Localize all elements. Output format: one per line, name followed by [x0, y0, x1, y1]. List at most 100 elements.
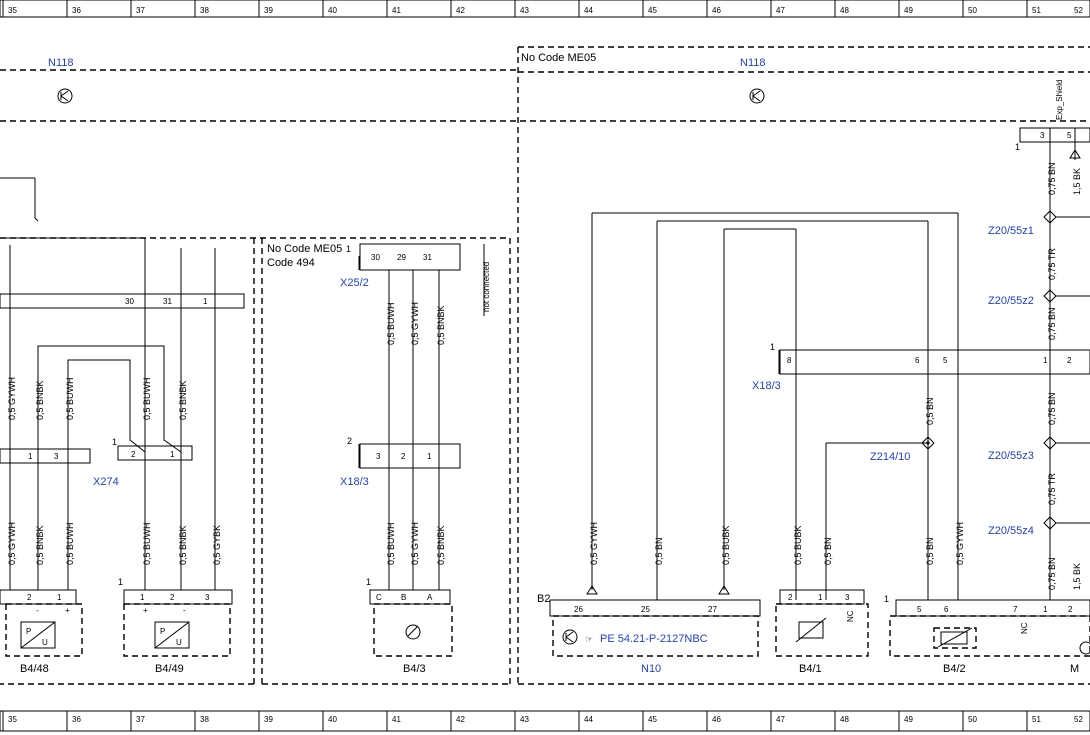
b4-1-label: B4/1	[799, 663, 822, 675]
wire-label-bk15: 1,5 BK	[1072, 563, 1082, 590]
b4-3-pin-c: C	[376, 593, 382, 602]
wire-label-buwh: 0,5 BUWH	[142, 522, 152, 565]
b4-49-pin-1b: 1	[140, 593, 145, 602]
x18-3-right-pin-1b: 1	[1043, 356, 1048, 365]
n118-right-label: N118	[740, 57, 765, 69]
n10-reference-link[interactable]: PE 54.21-P-2127NBC	[600, 633, 708, 645]
n118-left-label: N118	[48, 57, 73, 69]
ruler-bottom-50: 50	[968, 715, 977, 724]
b4-48-sensor	[0, 589, 83, 657]
ruler-top-50: 50	[968, 6, 977, 15]
ruler-bottom-48: 48	[840, 715, 849, 724]
b4-49-pin-1: 1	[118, 577, 123, 587]
top-conn-pin-5: 5	[1067, 131, 1072, 140]
x18-3-mid-pin-3: 3	[376, 452, 381, 461]
wire-label-bn075: 0,75 BN	[1047, 392, 1057, 425]
z20-55z4-label: Z20/55z4	[988, 525, 1034, 537]
b4-2-pin-5: 5	[917, 605, 922, 614]
b4-48-u: U	[42, 638, 48, 647]
b4-1-pin-2: 2	[788, 593, 793, 602]
b4-2-nc: NC	[1020, 622, 1029, 634]
n10-pin-27: 27	[708, 605, 717, 614]
wire-label-gywh: 0,5 GYWH	[7, 522, 17, 565]
wire-label-bnbk: 0,5 BNBK	[35, 525, 45, 565]
b4-2-label: B4/2	[943, 663, 966, 675]
wire-label-buwh: 0,5 BUWH	[386, 302, 396, 345]
pin-31-left: 31	[163, 297, 172, 306]
z20-55z1-label: Z20/55z1	[988, 225, 1034, 237]
ruler-bottom-40: 40	[328, 715, 337, 724]
ruler-top-41: 41	[392, 6, 401, 15]
left-conn-pin-3: 3	[54, 452, 59, 461]
wire-label-gywh: 0,5 GYWH	[589, 522, 599, 565]
ruler-bottom-44: 44	[584, 715, 593, 724]
wire-label-buwh: 0,5 BUWH	[65, 522, 75, 565]
wire-label-gywh: 0,5 GYWH	[410, 302, 420, 345]
x18-3-right-label: X18/3	[752, 380, 781, 392]
ruler-top-40: 40	[328, 6, 337, 15]
b4-48-pin-1: 1	[57, 593, 62, 602]
wire-label-buwh: 0,5 BUWH	[65, 377, 75, 420]
ruler-top-43: 43	[520, 6, 529, 15]
wire-label-bk15: 1,5 BK	[1072, 168, 1082, 195]
transistor-icon	[749, 88, 765, 104]
wire-label-gywh: 0,5 GYWH	[955, 522, 965, 565]
x18-3-mid-label: X18/3	[340, 476, 369, 488]
pin-1-left: 1	[203, 297, 208, 306]
x25-2-pin-31: 31	[423, 253, 432, 262]
x18-3-right-pin-2: 2	[1067, 356, 1072, 365]
area-label-code-494: Code 494	[267, 257, 315, 269]
x274-pin-1: 1	[112, 437, 117, 447]
wire-label-tr075: 0,75 TR	[1047, 248, 1057, 280]
b4-49-label: B4/49	[155, 663, 184, 675]
b4-49-pin-2: 2	[170, 593, 175, 602]
b4-49-u: U	[176, 638, 182, 647]
not-connected-label: not connected	[482, 262, 491, 312]
wire-label-bn: 0,5 BN	[823, 537, 833, 565]
wire-label-bn075: 0,75 BN	[1047, 557, 1057, 590]
transistor-icon	[57, 88, 73, 104]
ruler-bottom-38: 38	[200, 715, 209, 724]
wire-label-bubk: 0,5 BUBK	[721, 525, 731, 565]
x18-3-right-pin-5: 5	[943, 356, 948, 365]
b4-49-sensor	[123, 589, 233, 657]
b4-49-pin-3: 3	[205, 593, 210, 602]
b4-49-plus: +	[143, 606, 148, 615]
ruler-bottom-47: 47	[776, 715, 785, 724]
middle-region-wiring	[358, 243, 485, 657]
ruler-top-42: 42	[456, 6, 465, 15]
ruler-bottom-49: 49	[904, 715, 913, 724]
b4-48-minus: -	[36, 606, 39, 615]
right-region-wiring	[549, 127, 1090, 657]
b4-2-pin-6: 6	[944, 605, 949, 614]
x18-3-right-pin-8: 8	[787, 356, 792, 365]
ruler-top-38: 38	[200, 6, 209, 15]
exp-shield-label: Exp_Shield	[1055, 80, 1064, 120]
ruler-top-46: 46	[712, 6, 721, 15]
x25-2-pin-29: 29	[397, 253, 406, 262]
n10-pin-26: 26	[574, 605, 583, 614]
b4-1-pin-3: 3	[845, 593, 850, 602]
ruler-bottom-45: 45	[648, 715, 657, 724]
wire-label-buwh: 0,5 BUWH	[142, 377, 152, 420]
x18-3-mid-pin-1: 1	[427, 452, 432, 461]
ruler-bottom-52: 52	[1074, 715, 1083, 724]
wire-label-bn075: 0,75 BN	[1047, 162, 1057, 195]
ruler-bottom-42: 42	[456, 715, 465, 724]
z20-55z3-label: Z20/55z3	[988, 450, 1034, 462]
bottom-ruler	[0, 710, 1090, 732]
ruler-top-39: 39	[264, 6, 273, 15]
ruler-top-45: 45	[648, 6, 657, 15]
b4-49-minus: -	[183, 606, 186, 615]
b4-3-pin-1: 1	[366, 577, 371, 587]
ruler-top-47: 47	[776, 6, 785, 15]
hand-pointer-icon: ☞	[585, 634, 593, 644]
wire-label-bn075: 0,75 BN	[1047, 307, 1057, 340]
ruler-top-51: 51	[1032, 6, 1041, 15]
b4-1-pin-1: 1	[818, 593, 823, 602]
x274-pin-2: 2	[131, 450, 136, 459]
ruler-top-44: 44	[584, 6, 593, 15]
ruler-bottom-35: 35	[8, 715, 17, 724]
area-borders	[0, 46, 1090, 685]
